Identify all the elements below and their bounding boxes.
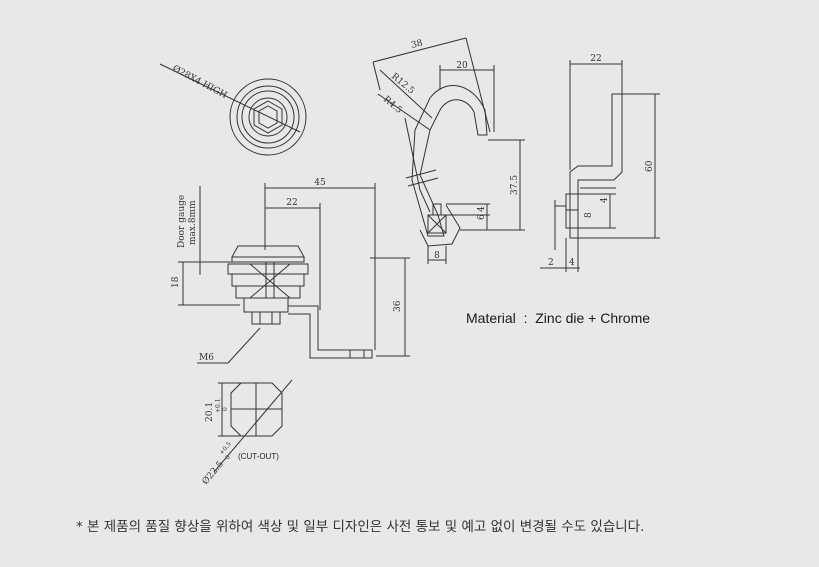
hex-inner: [258, 105, 278, 129]
dim-45: 45: [314, 178, 326, 188]
hook-dim-4: 4: [477, 206, 487, 212]
door-gauge-line2: max.8mm: [188, 200, 198, 245]
lock-cap: [231, 245, 305, 258]
top-view: Ø28X4 HIGH: [159, 63, 307, 156]
disclaimer-note: * 본 제품의 품질 향상을 위하여 색상 및 일부 디자인은 사전 통보 및 …: [76, 519, 645, 535]
dim-18: 18: [171, 276, 181, 288]
dim-22: 22: [286, 198, 297, 208]
cam-dim-60: 60: [645, 160, 655, 172]
material-separator: :: [523, 310, 528, 326]
cutout-height-tol-upper: +0.1: [215, 398, 222, 413]
m6-nut: [251, 311, 281, 325]
inner-circle: [248, 97, 288, 137]
outer-circle: [229, 78, 307, 156]
cam-dim-8: 8: [584, 212, 594, 218]
ring-circle: [236, 85, 300, 149]
cutout-view: 20.1 +0.1 0 Ø22.5 +0.5 0 (CUT-OUT): [200, 379, 293, 487]
ring-circle-2: [241, 90, 295, 144]
hook-dim-6: 6: [477, 214, 487, 220]
hook-r-4-5: R4.5: [381, 95, 404, 116]
cam-dim-2: 2: [548, 258, 554, 268]
cam-view: 22 60 4 8 2 4: [540, 54, 660, 272]
cam-dim-4-bottom: 4: [569, 258, 575, 268]
diameter-leader: [159, 63, 301, 133]
door-gauge-line1: Door gauge: [177, 195, 187, 248]
material-spec: Material : Zinc die + Chrome: [466, 310, 650, 326]
cam-dim-22: 22: [590, 54, 601, 64]
hook-body: [411, 85, 488, 237]
side-view: 45 22 Door gauge max.8mm 18: [171, 178, 410, 364]
top-diameter-label: Ø28X4 HIGH: [171, 63, 230, 101]
cutout-height-tol-lower: 0: [222, 407, 229, 411]
cutout-caption: (CUT-OUT): [238, 452, 279, 461]
cam-arm: [288, 305, 373, 359]
material-label: Material: [466, 310, 516, 326]
cutout-shape: [230, 382, 283, 437]
hook-dim-8: 8: [434, 251, 440, 261]
cutout-height: 20.1: [205, 402, 215, 422]
thread-label: M6: [199, 353, 214, 363]
cutout-diameter-tol-lower: 0: [224, 454, 232, 462]
hook-view: 38 20 R12.5 R4.5 37.5 6 4 8: [372, 37, 525, 264]
cam-dim-4: 4: [600, 197, 610, 203]
hook-r-12-5: R12.5: [389, 72, 416, 97]
dim-36: 36: [393, 300, 403, 312]
material-value: Zinc die + Chrome: [535, 310, 651, 326]
hook-dim-38: 38: [410, 38, 424, 51]
hook-dim-37-5: 37.5: [510, 175, 520, 195]
hook-dim-20: 20: [456, 61, 468, 71]
hex-shape: [253, 100, 283, 134]
cutout-diameter: Ø22.5: [200, 459, 226, 487]
